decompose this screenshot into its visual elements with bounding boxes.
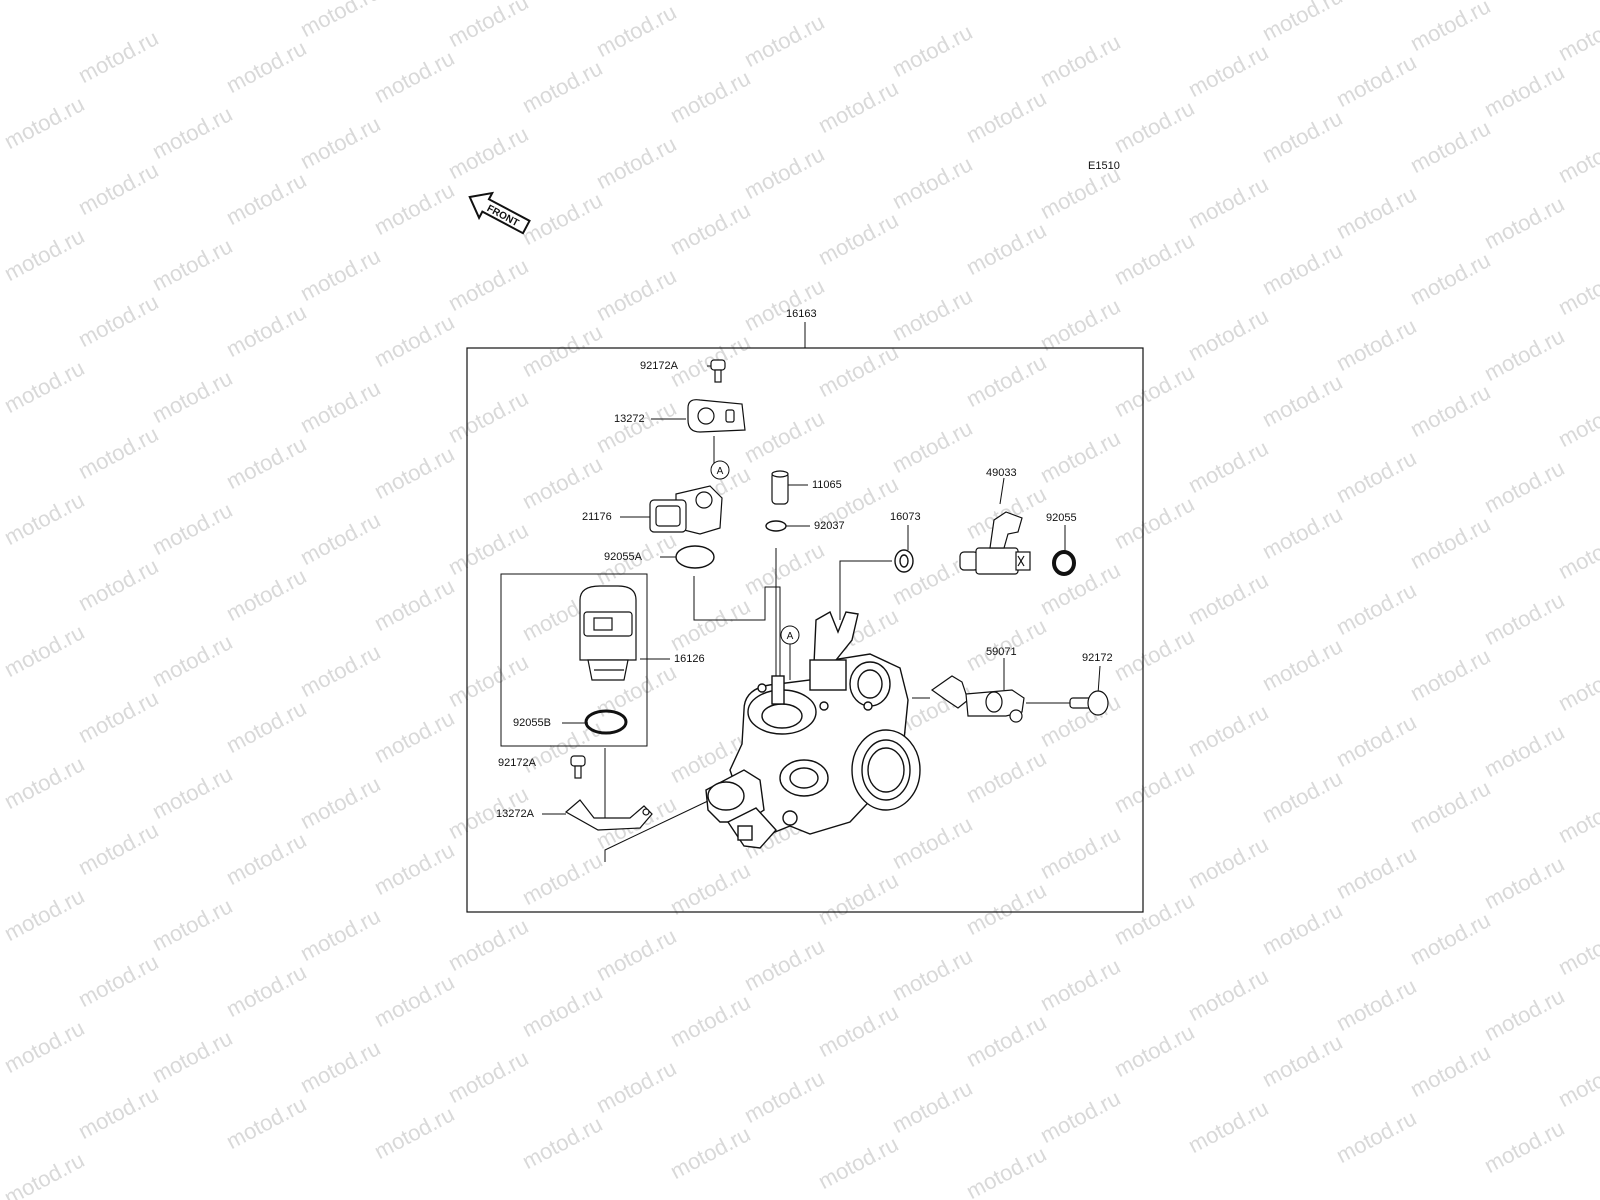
part-label-92055: 92055 [1046, 512, 1077, 524]
o-ring-92055b-icon [584, 709, 628, 735]
part-label-59071: 59071 [986, 646, 1017, 658]
bracket-plate-icon [687, 399, 746, 433]
throttle-position-sensor-icon [649, 485, 723, 535]
part-label-16126: 16126 [674, 653, 705, 665]
o-ring-92055a-icon [675, 545, 715, 569]
screw-icon [710, 359, 726, 383]
part-label-13272a: 13272A [496, 808, 534, 820]
subassembly-frame [500, 573, 648, 747]
seal-icon [894, 549, 914, 573]
part-label-92055b: 92055B [513, 717, 551, 729]
o-ring-small-icon [765, 520, 787, 532]
callout-marker-a-body: A [780, 625, 800, 645]
idle-control-valve-icon [579, 585, 637, 681]
part-label-11065: 11065 [812, 479, 842, 491]
svg-text:A: A [787, 631, 794, 642]
part-label-16073: 16073 [890, 511, 921, 523]
part-label-92055a: 92055A [604, 551, 642, 563]
part-label-92037: 92037 [814, 520, 845, 532]
front-arrow-icon: FRONT [468, 191, 531, 235]
part-label-92172a-bottom: 92172A [498, 757, 536, 769]
part-label-13272: 13272 [614, 413, 645, 425]
part-label-49033: 49033 [986, 467, 1017, 479]
diagram-reference-code: E1510 [1088, 160, 1120, 172]
callout-marker-a-top: A [710, 460, 730, 480]
part-label-16163: 16163 [786, 308, 817, 320]
fuel-injector-icon [959, 511, 1031, 575]
bolt-icon [1069, 690, 1109, 716]
bracket-plate-icon [564, 799, 653, 831]
part-label-92172a-top: 92172A [640, 360, 678, 372]
throttle-lever-icon [930, 675, 1025, 723]
throttle-body-icon [705, 610, 921, 849]
screw-icon [570, 755, 586, 779]
o-ring-92055-icon [1052, 550, 1076, 576]
part-label-92172: 92172 [1082, 652, 1113, 664]
part-label-21176: 21176 [582, 511, 612, 523]
svg-text:A: A [717, 466, 724, 477]
cap-icon [771, 470, 789, 505]
